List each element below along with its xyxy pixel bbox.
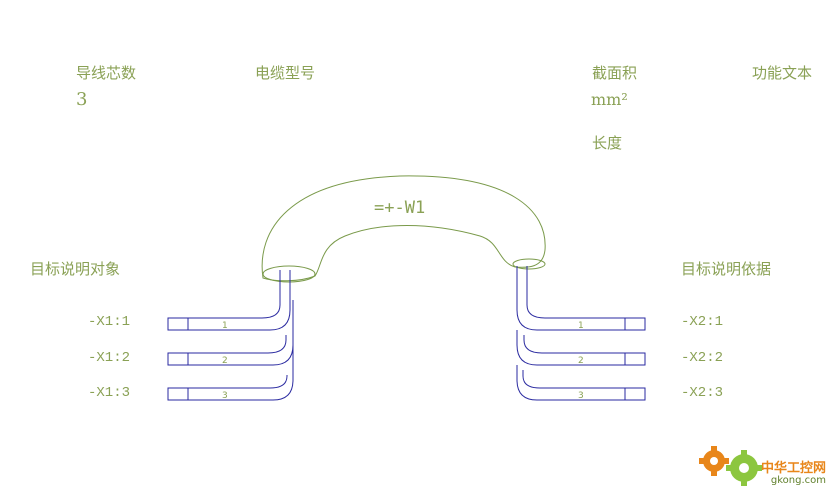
left-terminal-1: -X1:1 (88, 314, 131, 330)
conductor-count-value: 3 (76, 89, 88, 110)
right-target-title: 目标说明依据 (681, 260, 772, 278)
conductor-count-title: 导线芯数 (76, 64, 137, 82)
watermark-gear-icon (699, 446, 762, 486)
left-terminal-2: -X1:2 (88, 350, 131, 366)
right-terminal-2: -X2:2 (681, 350, 724, 366)
length-title: 长度 (592, 134, 623, 152)
right-wire-bundle (516, 266, 646, 401)
cross-section-title: 截面积 (592, 64, 638, 82)
watermark-text: 中华工控网 gkong.com (761, 462, 826, 486)
right-cable-end (512, 258, 546, 270)
watermark-domain: gkong.com (770, 474, 826, 486)
right-terminal-3: -X2:3 (681, 385, 724, 401)
right-wire-number-1: 1 (578, 321, 584, 331)
cross-section-unit: mm² (591, 90, 628, 109)
right-terminal-1: -X2:1 (681, 314, 724, 330)
cable-type-title: 电缆型号 (255, 64, 316, 82)
left-terminal-3: -X1:3 (88, 385, 131, 401)
watermark-chinese: 中华工控网 (760, 460, 826, 476)
left-target-title: 目标说明对象 (30, 260, 121, 278)
left-wire-number-2: 2 (222, 356, 228, 366)
right-wire-number-3: 3 (578, 391, 584, 401)
watermark: 中华工控网 gkong.com (761, 462, 826, 486)
cable-sheath (261, 175, 546, 282)
function-text-title: 功能文本 (752, 64, 813, 82)
left-wire-bundle (167, 270, 294, 401)
right-wire-number-2: 2 (578, 356, 584, 366)
left-wire-number-3: 3 (222, 391, 228, 401)
left-cable-end (262, 265, 316, 283)
left-wire-number-1: 1 (222, 321, 228, 331)
cable-designation: =+-W1 (374, 198, 426, 218)
